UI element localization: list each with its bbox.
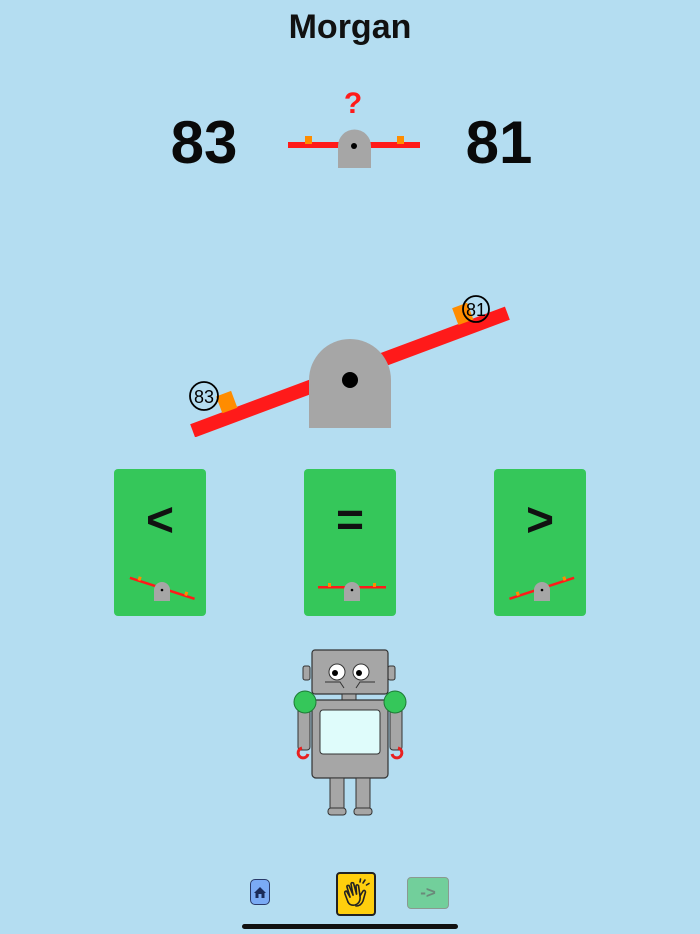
equal-card[interactable]: = <box>304 469 396 616</box>
clap-button[interactable] <box>336 872 376 916</box>
seesaw-tilt-right-icon <box>509 576 575 601</box>
mini-pivot <box>351 143 357 149</box>
greater-than-symbol: > <box>525 494 555 547</box>
home-indicator <box>242 924 458 929</box>
left-weight-label: 83 <box>189 381 219 411</box>
clapping-hands-icon <box>343 878 370 907</box>
right-weight-label: 81 <box>462 295 490 323</box>
left-number: 83 <box>170 109 238 176</box>
seesaw-pivot <box>342 372 358 388</box>
greater-than-card[interactable]: > <box>494 469 586 616</box>
less-than-symbol: < <box>145 494 175 547</box>
equal-symbol: = <box>335 494 365 547</box>
seesaw-balanced-icon <box>318 582 386 601</box>
home-button[interactable] <box>250 879 270 905</box>
question-mark: ? <box>344 87 362 120</box>
svg-text:81: 81 <box>466 300 486 320</box>
svg-text:83: 83 <box>194 387 214 407</box>
robot-screen <box>319 709 381 755</box>
mini-left-weight <box>305 136 312 144</box>
robot-mascot <box>293 649 407 816</box>
less-than-card[interactable]: < <box>114 469 206 616</box>
arrow-right-icon: -> <box>420 883 436 902</box>
right-number: 81 <box>465 109 533 176</box>
mini-right-weight <box>397 136 404 144</box>
player-name: Morgan <box>288 8 412 46</box>
seesaw-left-weight <box>216 390 238 414</box>
house-icon <box>254 887 266 898</box>
main-seesaw: 83 81 <box>189 295 510 437</box>
next-button[interactable]: -> <box>407 877 449 909</box>
robot-head <box>311 649 389 695</box>
seesaw-tilt-left-icon <box>129 576 195 601</box>
mini-scale-icon: ? <box>288 87 420 168</box>
